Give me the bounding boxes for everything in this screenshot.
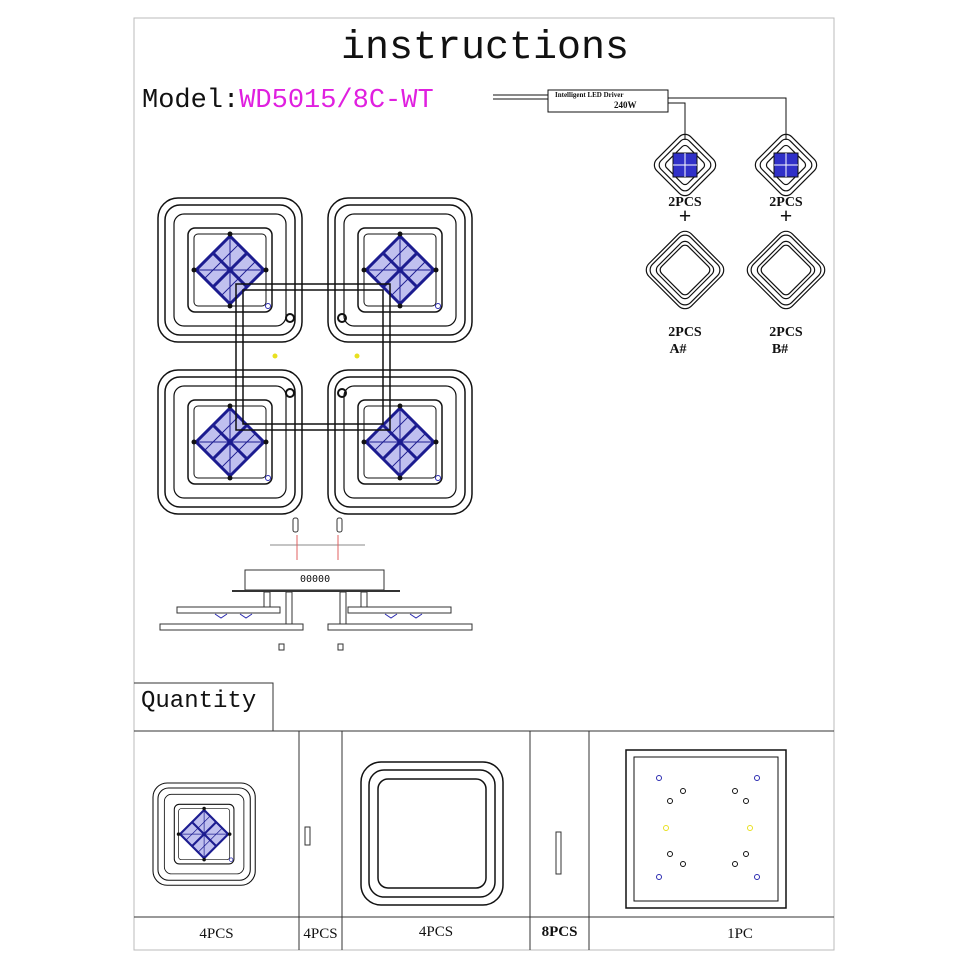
model-label: Model: bbox=[142, 86, 240, 116]
qty-label-rod: 4PCS bbox=[303, 926, 338, 942]
quantity-heading: Quantity bbox=[141, 688, 257, 715]
left-top-count: 2PCS bbox=[668, 195, 702, 210]
square-frame-icon bbox=[360, 761, 504, 906]
qty-label-plate: 1PC bbox=[727, 926, 753, 942]
qty-label-long-rod: 8PCS bbox=[541, 924, 578, 940]
model-number: WD5015/8C-WT bbox=[239, 86, 434, 116]
driver-name: Intelligent LED Driver bbox=[555, 91, 624, 99]
rod-icon bbox=[304, 826, 311, 846]
canopy-label: 00000 bbox=[300, 574, 331, 585]
left-bottom-count: 2PCS bbox=[668, 325, 702, 340]
led-driver-box bbox=[547, 89, 669, 113]
right-plus: + bbox=[779, 203, 793, 228]
left-plus: + bbox=[678, 203, 692, 228]
right-bottom-count: 2PCS bbox=[769, 325, 803, 340]
driver-power: 240W bbox=[614, 100, 637, 110]
fixture-side-view bbox=[159, 517, 473, 651]
fixture-top-view bbox=[158, 198, 472, 514]
qty-label-frame: 4PCS bbox=[418, 924, 454, 940]
model-line: Model:WD5015/8C-WT bbox=[142, 86, 434, 116]
right-top-count: 2PCS bbox=[769, 195, 803, 210]
wiring-diagram bbox=[493, 89, 830, 314]
long-rod-icon bbox=[555, 831, 562, 875]
right-bottom-type: B# bbox=[771, 342, 789, 357]
page-title: instructions bbox=[340, 26, 630, 71]
led-module-icon bbox=[153, 783, 255, 885]
left-bottom-type: A# bbox=[669, 342, 687, 357]
page-border bbox=[133, 17, 835, 951]
mounting-plate-icon bbox=[625, 749, 787, 909]
qty-label-module: 4PCS bbox=[199, 926, 234, 942]
quantity-table bbox=[134, 682, 834, 950]
